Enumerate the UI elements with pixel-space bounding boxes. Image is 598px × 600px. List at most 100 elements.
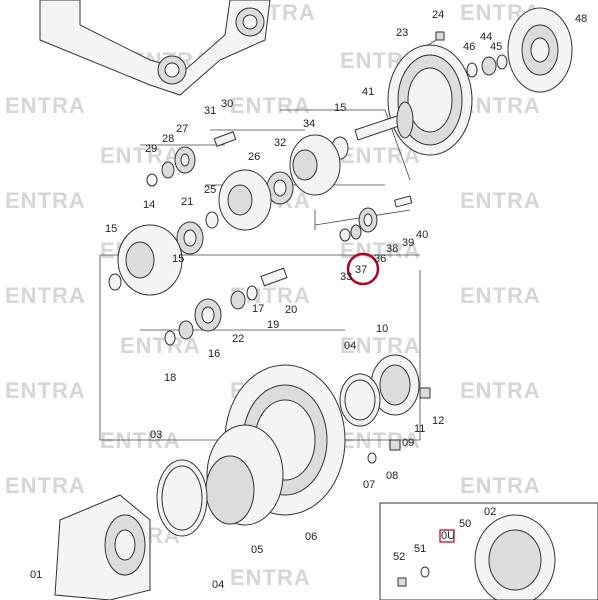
washer-07 [367, 452, 377, 464]
gear-36 [358, 207, 378, 233]
watermark: ENTRA [460, 188, 541, 213]
part-label: 05 [251, 544, 263, 556]
part-label: 03 [150, 429, 162, 441]
gear-27 [174, 146, 196, 174]
washer-29 [146, 173, 158, 187]
watermark: ENTRA [340, 143, 421, 168]
watermark: ENTRA [230, 93, 311, 118]
bearing-22 [178, 320, 194, 340]
ring-10 [370, 354, 420, 416]
part-label: 40 [416, 229, 428, 241]
bearing-28 [161, 161, 175, 179]
seal-03 [156, 459, 208, 537]
part-label: 16 [208, 348, 220, 360]
bolt-11 [419, 387, 431, 399]
watermark: ENTRA [100, 428, 181, 453]
part-label: 52 [393, 551, 405, 563]
part-label: 23 [396, 27, 408, 39]
part-label: 38 [386, 243, 398, 255]
part-label: 44 [480, 31, 492, 43]
part-label: 26 [248, 151, 260, 163]
carrier-26 [218, 169, 272, 231]
hub-02 [474, 514, 556, 600]
bolt-52 [397, 577, 407, 587]
part-label: 02 [484, 506, 496, 518]
part-label: 08 [386, 470, 398, 482]
highlight-circle [346, 252, 380, 286]
part-label: 31 [204, 105, 216, 117]
part-label: 39 [402, 237, 414, 249]
watermark: ENTRA [5, 93, 86, 118]
part-label: 15 [334, 102, 346, 114]
part-label: 45 [490, 41, 502, 53]
washers-44-46 [466, 54, 508, 78]
part-label: 25 [204, 184, 216, 196]
watermark: ENTRA [5, 473, 86, 498]
callout-box-label: 0U [441, 530, 455, 542]
washer-25 [205, 211, 219, 229]
watermark: ENTRA [460, 93, 541, 118]
shaft-41 [354, 101, 414, 141]
bearing-35 [350, 224, 362, 240]
watermark: ENTRA [460, 473, 541, 498]
callout-box [439, 529, 455, 543]
part-label: 29 [145, 143, 157, 155]
watermark: ENTRA [460, 283, 541, 308]
callout-frame [379, 502, 598, 600]
washer-51 [420, 566, 430, 578]
part-label: 34 [303, 118, 315, 130]
part-label: 33 [340, 271, 352, 283]
highlight-label: 37 [355, 264, 367, 276]
part-label: 14 [143, 199, 155, 211]
part-label: 04 [344, 340, 356, 352]
gear-16 [194, 298, 222, 332]
drum-05 [205, 424, 284, 526]
carrier-14 [117, 224, 183, 296]
part-labels: 24 23 46 44 45 48 41 15 31 30 27 29 28 3… [30, 9, 587, 591]
washer-17 [246, 285, 258, 301]
part-label: 50 [459, 518, 471, 530]
ring-gear-23 [387, 44, 473, 156]
part-label: 46 [463, 41, 475, 53]
part-label: 32 [274, 137, 286, 149]
part-label: 30 [221, 98, 233, 110]
part-label: 18 [164, 372, 176, 384]
part-label: 04 [212, 579, 224, 591]
part-label: 12 [432, 415, 444, 427]
motor-01 [54, 494, 151, 600]
part-label: 07 [363, 479, 375, 491]
pin-30 [213, 131, 237, 147]
watermark: ENTRA [460, 378, 541, 403]
watermark: ENTRA [5, 188, 86, 213]
gear-21 [176, 221, 204, 255]
track-frame [39, 0, 271, 96]
shaft-19 [260, 267, 288, 287]
carrier-34 [289, 134, 341, 196]
part-label: 19 [267, 319, 279, 331]
watermark: ENTRA [5, 378, 86, 403]
watermark: ENTRA [230, 565, 311, 590]
watermark: ENTRA [340, 333, 421, 358]
part-label: 11 [414, 423, 425, 435]
part-label: 15 [105, 223, 117, 235]
part-label: 48 [575, 13, 587, 25]
part-label: 24 [432, 9, 444, 21]
bolt-09 [389, 439, 401, 451]
seal-04 [339, 373, 381, 427]
part-label: 01 [30, 569, 42, 581]
watermark: ENTRA [5, 283, 86, 308]
washer-33 [339, 228, 351, 242]
part-label: 27 [176, 123, 188, 135]
pin-39 [393, 195, 413, 208]
part-label: 10 [376, 323, 388, 335]
part-label: 15 [172, 253, 184, 265]
part-label: 36 [374, 253, 386, 265]
part-label: 09 [402, 437, 414, 449]
part-label: 20 [285, 304, 297, 316]
watermark: ENTRA [340, 428, 421, 453]
part-label: 17 [252, 303, 264, 315]
hub-48 [507, 7, 573, 93]
bearing-22b [230, 290, 246, 310]
gear-32 [266, 171, 294, 205]
